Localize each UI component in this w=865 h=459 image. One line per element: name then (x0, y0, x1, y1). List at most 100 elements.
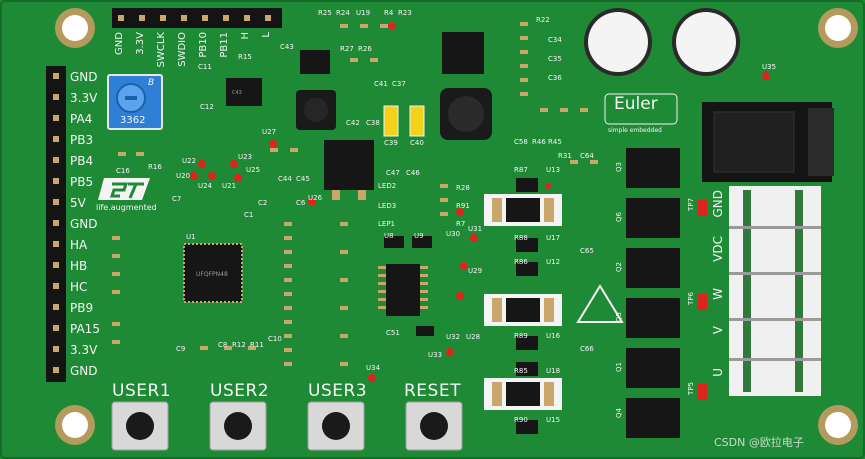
designator: R16 (148, 163, 162, 171)
tp7-pad (697, 200, 707, 216)
electrolytic-capacitor-2 (672, 8, 740, 76)
pot-value-label: 3362 (120, 115, 146, 126)
left-pin-label: 3.3V (70, 91, 98, 105)
mounting-hole-bottom-right (818, 405, 858, 445)
left-pin-label: HA (70, 238, 88, 252)
designator: R89 (514, 332, 528, 340)
top-pin-label: SWCLK (156, 32, 167, 68)
designator: C38 (366, 119, 380, 127)
designator: C64 (580, 152, 594, 160)
designator: U26 (308, 194, 323, 202)
designator: U24 (198, 182, 213, 190)
designator: U18 (546, 367, 561, 375)
designator: C34 (548, 36, 562, 44)
designator: U22 (182, 157, 197, 165)
potentiometer (107, 74, 163, 130)
designator: U19 (356, 9, 371, 17)
designator: U27 (262, 128, 277, 136)
left-pin-label: GND (70, 70, 98, 84)
shunt-resistor-3 (484, 378, 562, 410)
designator: C9 (176, 345, 186, 353)
top-pin-label: GND (114, 32, 125, 55)
shunt-resistor-1 (484, 194, 562, 226)
designator: U23 (238, 153, 253, 161)
yellow-led-1 (383, 105, 399, 137)
designator: C40 (410, 139, 424, 147)
left-pin-label: PB4 (70, 154, 94, 168)
led-label: LED2 (378, 182, 397, 190)
st-logo (98, 178, 150, 200)
designator: U12 (546, 258, 561, 266)
tp6-pad (697, 294, 707, 310)
connector-label-vdc: VDC (711, 236, 725, 262)
mounting-hole-bottom-left (55, 405, 95, 445)
soic8-chip (226, 78, 262, 106)
designator: C39 (384, 139, 398, 147)
yellow-led-2 (409, 105, 425, 137)
designator: R46 (532, 138, 546, 146)
designator: R15 (238, 53, 252, 61)
designator: C44 (278, 175, 292, 183)
watermark: CSDN @欧拉电子 (714, 436, 804, 449)
designator: U13 (546, 166, 561, 174)
tact-switch-user2 (209, 401, 267, 451)
designator: R26 (358, 45, 372, 53)
designator: C6 (296, 199, 306, 207)
test-point-label: TP6 (687, 292, 695, 305)
designator: U25 (246, 166, 261, 174)
designator: Q5 (615, 312, 623, 322)
left-pin-label: 3.3V (70, 343, 98, 357)
top-pin-label: L (261, 32, 272, 38)
designator: R28 (456, 184, 470, 192)
button-label-user1: USER1 (112, 381, 172, 401)
designator: C11 (198, 63, 212, 71)
designator: C2 (258, 199, 268, 207)
left-header-pins (53, 73, 59, 373)
left-pin-label: HB (70, 259, 88, 273)
designator: R91 (456, 202, 470, 210)
designator: C45 (296, 175, 310, 183)
designator: R22 (536, 16, 550, 24)
left-pin-label: PB9 (70, 301, 94, 315)
small-chip (300, 50, 330, 74)
top-pin-label: PB11 (219, 32, 230, 58)
designator: U31 (468, 225, 483, 233)
designator: U34 (366, 364, 381, 372)
designator: C36 (548, 74, 562, 82)
mcu-marking: UFQFPN48 (196, 271, 228, 278)
mounting-hole-top-left (55, 8, 95, 48)
opamp-chips (384, 178, 538, 434)
soic8-marking: C43 (232, 90, 242, 96)
led-label: LED3 (378, 202, 397, 210)
mcu-chip (183, 243, 243, 303)
left-pin-label: GND (70, 364, 98, 378)
designator: U20 (176, 172, 191, 180)
designator: U33 (428, 351, 443, 359)
shunt-resistor-2 (484, 294, 562, 326)
screw-terminal (729, 186, 821, 396)
st-tagline: life.augmented (96, 203, 157, 212)
designator: R31 (558, 152, 572, 160)
designator: R85 (514, 367, 528, 375)
designator: R87 (514, 166, 528, 174)
designator: U30 (446, 230, 461, 238)
designator: R4 (384, 9, 394, 17)
top-pin-label: SWDIO (177, 32, 188, 67)
designator: C37 (392, 80, 406, 88)
designator: R88 (514, 234, 528, 242)
designator: C66 (580, 345, 594, 353)
designator: U32 (446, 333, 461, 341)
mounting-hole-top-right (818, 8, 858, 48)
designator: C58 (514, 138, 528, 146)
designator: R27 (340, 45, 354, 53)
designator: C46 (406, 169, 420, 177)
designator: U16 (546, 332, 561, 340)
left-pin-label: GND (70, 217, 98, 231)
euler-tagline: simple embedded (608, 127, 662, 134)
u3-chip (442, 32, 484, 74)
connector-label-gnd: GND (711, 190, 725, 218)
designator: R23 (398, 9, 412, 17)
